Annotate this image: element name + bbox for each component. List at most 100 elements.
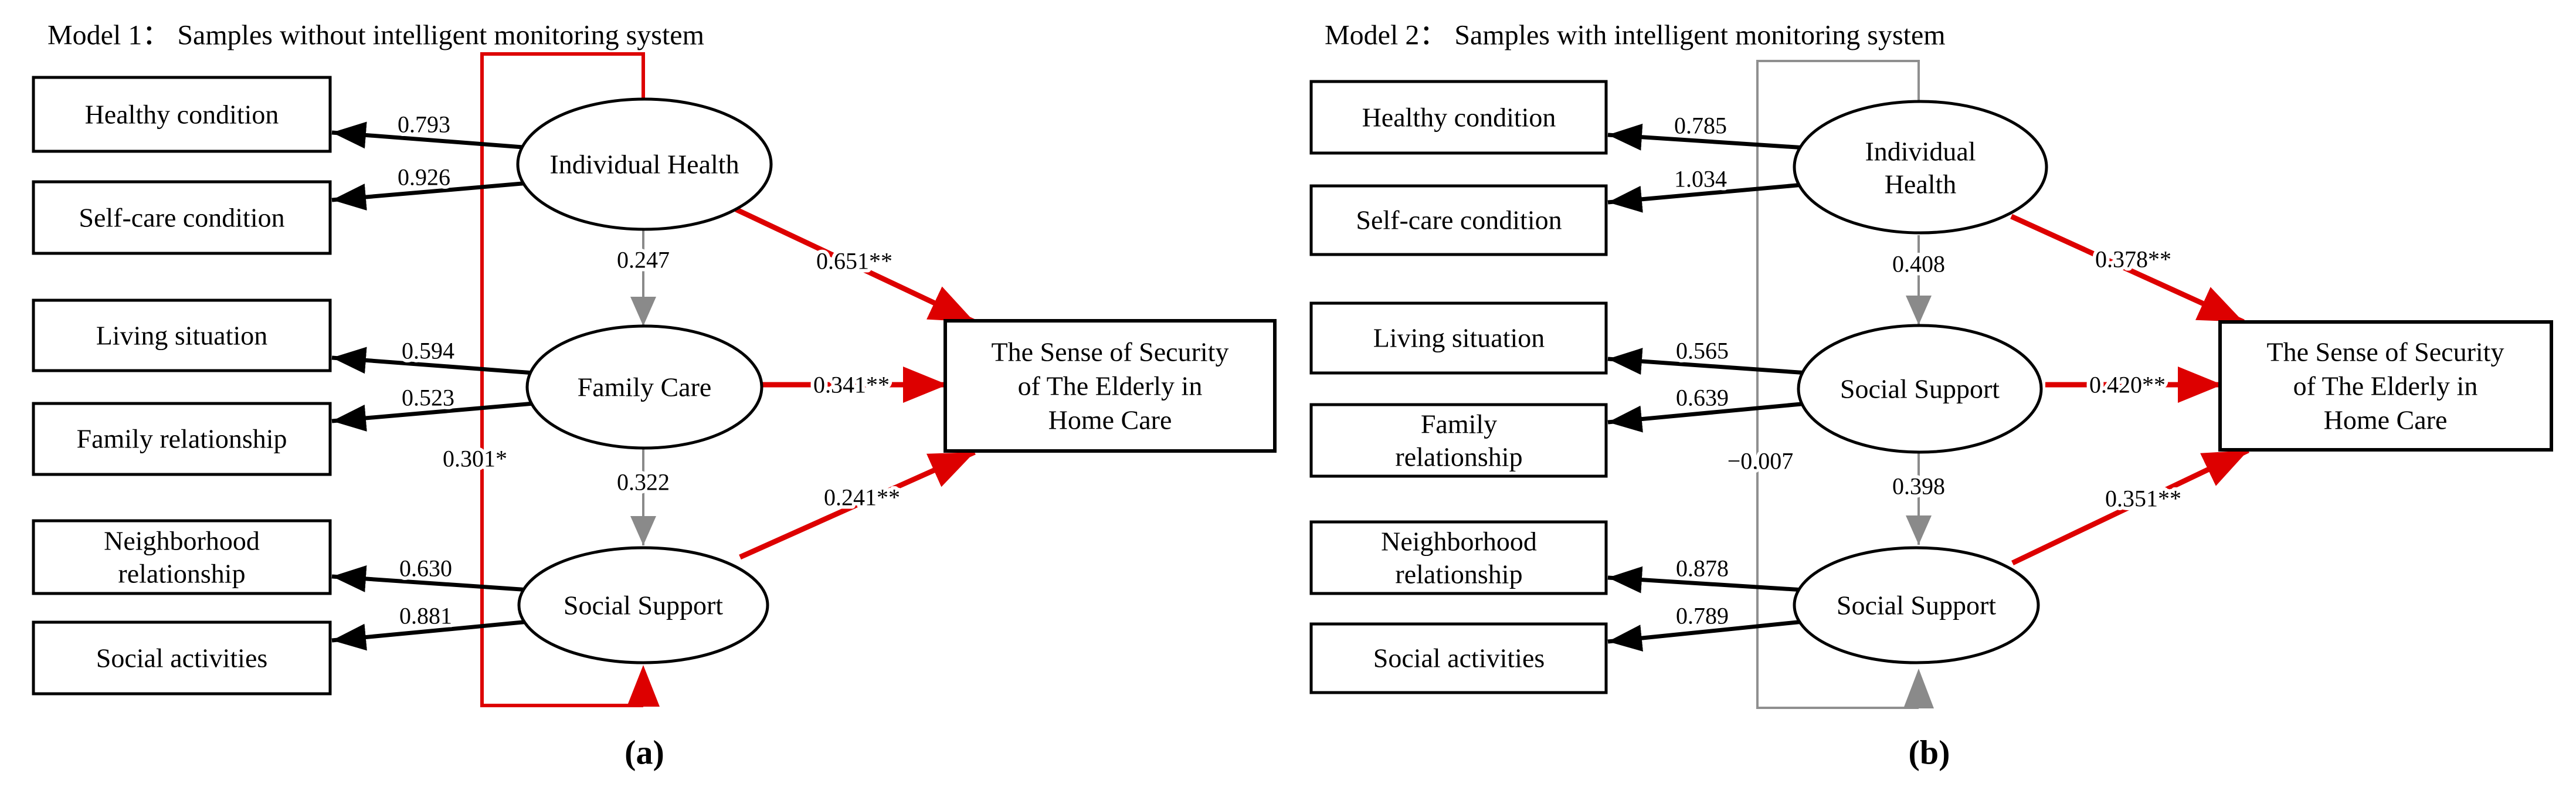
model-1-latent-family-care (525, 324, 763, 450)
model-1-loading-famrel: 0.523 (402, 385, 454, 411)
model-2-loading-arrow-socact (1607, 619, 1804, 652)
model-1-loading-healthy: 0.793 (398, 111, 450, 138)
model-1-outcome-line3: Home Care (1048, 405, 1172, 435)
model-2-outcome-coef-ssmid: 0.420** (2089, 372, 2166, 398)
model-2-covariance-path (1756, 60, 1920, 709)
model-1-box-living (32, 298, 332, 372)
model-1-loading-socact: 0.881 (399, 603, 452, 629)
model-2-outcome-line1: The Sense of Security (2267, 337, 2504, 367)
model-2-covariance-arrowhead-icon (1903, 669, 1934, 708)
model-2-latent-social-support-mid (1797, 324, 2043, 454)
model-1-latent-ss-label: Social Support (564, 591, 723, 620)
model-2-box-selfcare-label: Self-care condition (1356, 205, 1562, 235)
model-1-box-selfcare (32, 180, 332, 255)
model-1-structural-coef-2: 0.322 (617, 469, 670, 496)
model-1-box-selfcare-label: Self-care condition (79, 203, 284, 233)
model-2-latent-ssmid-label: Social Support (1840, 374, 2000, 404)
model-1-box-healthy-label: Healthy condition (85, 100, 279, 130)
model-1-covariance-coef: 0.301* (443, 446, 507, 472)
model-2-loading-socact: 0.789 (1676, 603, 1729, 629)
model-2-box-selfcare (1309, 184, 1608, 256)
model-1-box-famrel-label: Family relationship (76, 424, 287, 454)
model-2-box-socact-label: Social activities (1373, 643, 1545, 673)
model-1-loading-arrow-neighbor (331, 565, 530, 592)
model-1-loading-arrow-famrel (331, 401, 534, 432)
model-2-covariance-coef: −0.007 (1727, 448, 1794, 474)
model-1-panel-label: (a) (625, 734, 664, 772)
model-1-box-socact-label: Social activities (96, 643, 268, 673)
model-2-outcome-arrow-ssbot (2011, 447, 2249, 566)
model-1-box-living-label: Living situation (96, 321, 268, 351)
model-2-loading-arrow-famrel (1607, 401, 1808, 433)
model-2-loading-famrel: 0.639 (1676, 385, 1729, 411)
model-2-structural-coef-2: 0.398 (1892, 473, 1945, 500)
model-1-outcome-arrow-ss (739, 449, 976, 560)
model-1-latent-fc-label: Family Care (578, 372, 712, 402)
model-1-latent-ih-label: Individual Health (549, 150, 739, 179)
model-1-outcome-line2: of The Elderly in (1018, 371, 1203, 401)
model-1-loading-arrow-selfcare (331, 181, 530, 211)
model-2-box-famrel-label-line1: Family (1421, 409, 1497, 439)
model-2-box-neighbor (1309, 520, 1608, 595)
model-2-box-famrel (1309, 403, 1608, 478)
model-1-loading-arrow-living (331, 347, 534, 375)
model-2-loading-arrow-neighbor (1607, 566, 1804, 593)
model-2-latent-ih-label-line2: Health (1885, 169, 1957, 199)
model-2-outcome-line3: Home Care (2324, 405, 2448, 435)
model-2-outcome-line2: of The Elderly in (2293, 371, 2478, 401)
model-1-box-healthy (32, 76, 332, 153)
model-1-loading-selfcare: 0.926 (398, 164, 450, 191)
model-2-box-socact (1309, 622, 1608, 694)
model-1-loading-neighbor: 0.630 (399, 555, 452, 582)
model-1-structural-coef-1: 0.247 (617, 247, 670, 273)
model-1-box-neighbor (32, 519, 332, 595)
model-1-loading-arrow-healthy (331, 121, 531, 150)
model-1-covariance-arrowhead-icon (627, 665, 660, 707)
model-2-outcome-box (2218, 320, 2553, 452)
model-2-box-neighbor-label-line1: Neighborhood (1381, 527, 1537, 557)
model-2-panel: Model 2： Samples with intelligent monito… (1309, 20, 2553, 772)
model-1-title: Model 1： Samples without intelligent mon… (47, 20, 704, 51)
model-1-outcome-coef-fc: 0.341** (813, 372, 890, 398)
model-1-outcome-box (943, 319, 1277, 453)
model-2-outcome-coef-ih: 0.378** (2095, 246, 2171, 273)
model-2-box-living (1309, 301, 1608, 375)
model-2-box-living-label: Living situation (1373, 323, 1545, 353)
model-2-latent-ih-label-line1: Individual (1865, 137, 1976, 167)
model-2-latent-social-support-bottom (1793, 546, 2040, 664)
model-2-box-neighbor-label-line2: relationship (1395, 559, 1522, 589)
model-2-loading-arrow-healthy (1607, 123, 1805, 151)
model-1-covariance-path (480, 52, 645, 707)
model-2-loading-arrow-living (1607, 348, 1808, 375)
model-2-panel-label: (b) (1909, 734, 1950, 772)
model-2-box-healthy-label: Healthy condition (1362, 103, 1556, 133)
model-2-outcome-coef-ssbot: 0.351** (2105, 486, 2181, 512)
model-1-box-neighbor-label-line1: Neighborhood (104, 526, 260, 556)
model-1-latent-individual-health (516, 97, 773, 231)
model-2-outcome-arrow-ih (2010, 213, 2245, 325)
model-2-loading-neighbor: 0.878 (1676, 555, 1729, 582)
model-1-loading-living: 0.594 (402, 338, 454, 364)
model-2-structural-coef-1: 0.408 (1892, 251, 1945, 277)
model-2-loading-healthy: 0.785 (1674, 113, 1727, 139)
model-2-box-famrel-label-line2: relationship (1395, 442, 1522, 472)
model-2-latent-ssbot-label: Social Support (1837, 591, 1996, 620)
model-2-box-healthy (1309, 80, 1608, 155)
model-1-box-neighbor-label-line2: relationship (118, 559, 245, 589)
model-2-loading-selfcare: 1.034 (1674, 166, 1727, 192)
model-1-outcome-coef-ih: 0.651** (816, 248, 892, 274)
model-1-outcome-arrow-ih (735, 206, 976, 325)
model-2-loading-arrow-selfcare (1607, 182, 1804, 213)
model-1-box-socact (32, 620, 332, 696)
model-2-loading-living: 0.565 (1676, 338, 1729, 364)
model-1-outcome-coef-ss: 0.241** (824, 484, 900, 511)
model-1-box-famrel (32, 402, 332, 476)
model-1-outcome-line1: The Sense of Security (992, 337, 1229, 367)
model-2-title: Model 2： Samples with intelligent monito… (1325, 20, 1946, 51)
model-1-panel: Model 1： Samples without intelligent mon… (32, 20, 1277, 772)
model-2-latent-individual-health (1793, 100, 2048, 235)
model-1-loading-arrow-socact (331, 619, 530, 651)
